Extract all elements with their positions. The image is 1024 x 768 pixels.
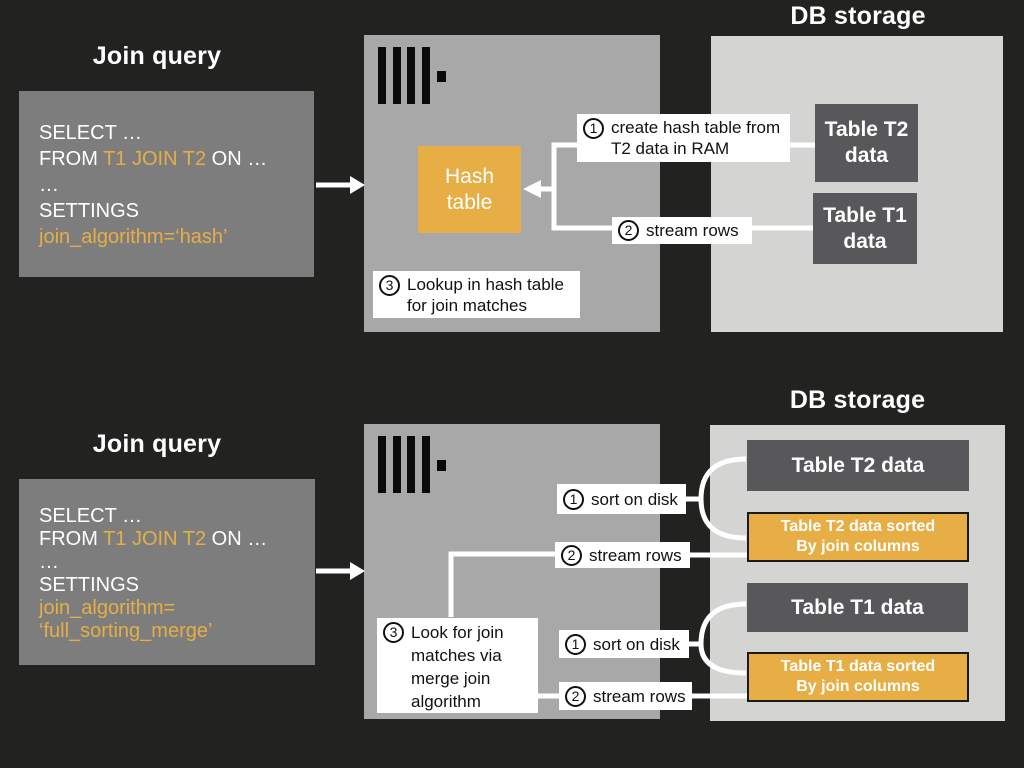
callout-sort-on-disk-t2: 1 sort on disk [557,484,686,514]
top-db-storage-title: DB storage [790,2,926,30]
table-t1-label-line2: data [843,229,887,253]
table-t2-sorted-box: Table T2 data sorted By join columns [747,512,969,562]
server-bars-icon [378,47,446,104]
callout-create-hash-table: 1 create hash table from T2 data in RAM [577,114,790,162]
sql-ellipsis: … [39,551,59,573]
table-t2-sorted-line1: Table T2 data sorted [780,518,936,535]
top-sql-query: SELECT … FROM T1 JOIN T2 ON … … SETTINGS joi… [39,120,267,250]
callout-sort-text: sort on disk [593,634,680,654]
callout-line: merge join [411,669,491,688]
callout-line: create hash table from [611,118,781,137]
table-t1-sorted-line1: Table T1 data sorted [780,658,936,675]
callout-line: for join matches [407,296,527,315]
bar-icon [407,436,415,493]
sql-join-algorithm: join_algorithm= [39,597,176,619]
step-1-badge: 1 [565,633,586,655]
table-t2-data-box-bottom: Table T2 data [747,440,969,491]
step-2-badge: 2 [618,220,639,241]
step-3-badge: 3 [383,622,404,643]
bar-icon [407,47,415,104]
dot-icon [437,71,446,82]
dot-icon [437,460,446,471]
bar-icon [421,47,430,104]
table-t2-data-box-top: Table T2 data [815,104,918,182]
bar-icon [392,436,401,493]
arrowhead-top [350,176,365,194]
sql-join-tables: T1 JOIN T2 [103,148,207,170]
callout-sort-on-disk-t1: 1 sort on disk [559,630,689,658]
callout-stream-rows-text: stream rows [646,221,739,240]
sql-on-kw: ON … [206,528,268,550]
callout-create-hash-table-text: create hash table from T2 data in RAM [611,117,780,159]
top-join-query-title: Join query [92,42,222,70]
step-2-badge: 2 [565,685,586,707]
hash-join-query-box [19,91,314,277]
table-t1-label: Table T1 data [791,595,924,619]
step-3-badge: 3 [379,275,400,296]
table-t1-data-box-bottom: Table T1 data [747,583,968,632]
sql-join-algorithm: join_algorithm=‘hash’ [39,226,228,248]
hash-table-label-line1: Hash [444,164,495,188]
callout-line: Look for join [411,623,504,642]
table-t2-label: Table T2 data [791,453,925,477]
table-t1-label-line1: Table T1 [823,203,907,227]
sql-from-kw: FROM [39,528,104,550]
server-bars-icon [378,436,446,493]
sql-from-kw: FROM [39,148,104,170]
sql-settings-kw: SETTINGS [39,200,140,222]
table-t1-sorted-box: Table T1 data sorted By join columns [747,652,969,702]
step-1-badge: 1 [563,488,584,510]
hash-join-db-storage-box [711,36,1003,332]
callout-sort-text: sort on disk [591,489,678,509]
callout-line: T2 data in RAM [611,139,730,158]
table-t2-sorted-line2: By join columns [796,538,920,555]
merge-join-query-box [19,479,315,665]
callout-merge-join-lookup: 3 Look for join matches via merge join algo… [377,618,538,713]
step-2-badge: 2 [561,544,582,566]
sql-line-select: SELECT … [39,122,142,144]
sql-on-kw: ON … [206,148,268,170]
arrowhead-bottom [350,562,365,580]
bar-icon [392,47,401,104]
bar-icon [421,436,430,493]
bar-icon [378,436,386,493]
table-t2-label-line1: Table T2 [824,118,909,141]
callout-lookup-hash-table: 3 Lookup in hash table for join matches [373,271,580,318]
callout-stream-rows-t1: 2 stream rows [559,682,692,710]
step-1-badge: 1 [583,118,604,139]
callout-merge-join-text: Look for join matches via merge join algori… [411,621,504,713]
callout-stream-text: stream rows [589,545,682,565]
table-t2-label-line2: data [844,144,889,167]
bar-icon [378,47,386,104]
callout-line: Lookup in hash table [407,275,564,294]
callout-line: algorithm [411,692,481,711]
hash-table-box: Hash table [418,146,521,233]
table-t1-sorted-line2: By join columns [796,678,920,695]
table-t1-data-box-top: Table T1 data [813,193,917,264]
bottom-db-storage-title: DB storage [789,386,926,414]
callout-stream-rows-t2: 2 stream rows [555,542,690,568]
sql-join-tables: T1 JOIN T2 [103,528,207,550]
callout-line: matches via [411,646,502,665]
sql-join-algorithm-value: ‘full_sorting_merge’ [39,620,213,642]
callout-stream-text: stream rows [593,686,686,706]
hash-table-label-line2: table [446,190,493,214]
sql-line-select: SELECT … [39,505,142,527]
callout-lookup-text: Lookup in hash table for join matches [407,274,564,316]
callout-stream-rows-top: 2 stream rows [612,217,752,244]
sql-ellipsis: … [39,174,59,196]
bottom-join-query-title: Join query [92,430,222,458]
sql-settings-kw: SETTINGS [39,574,140,596]
